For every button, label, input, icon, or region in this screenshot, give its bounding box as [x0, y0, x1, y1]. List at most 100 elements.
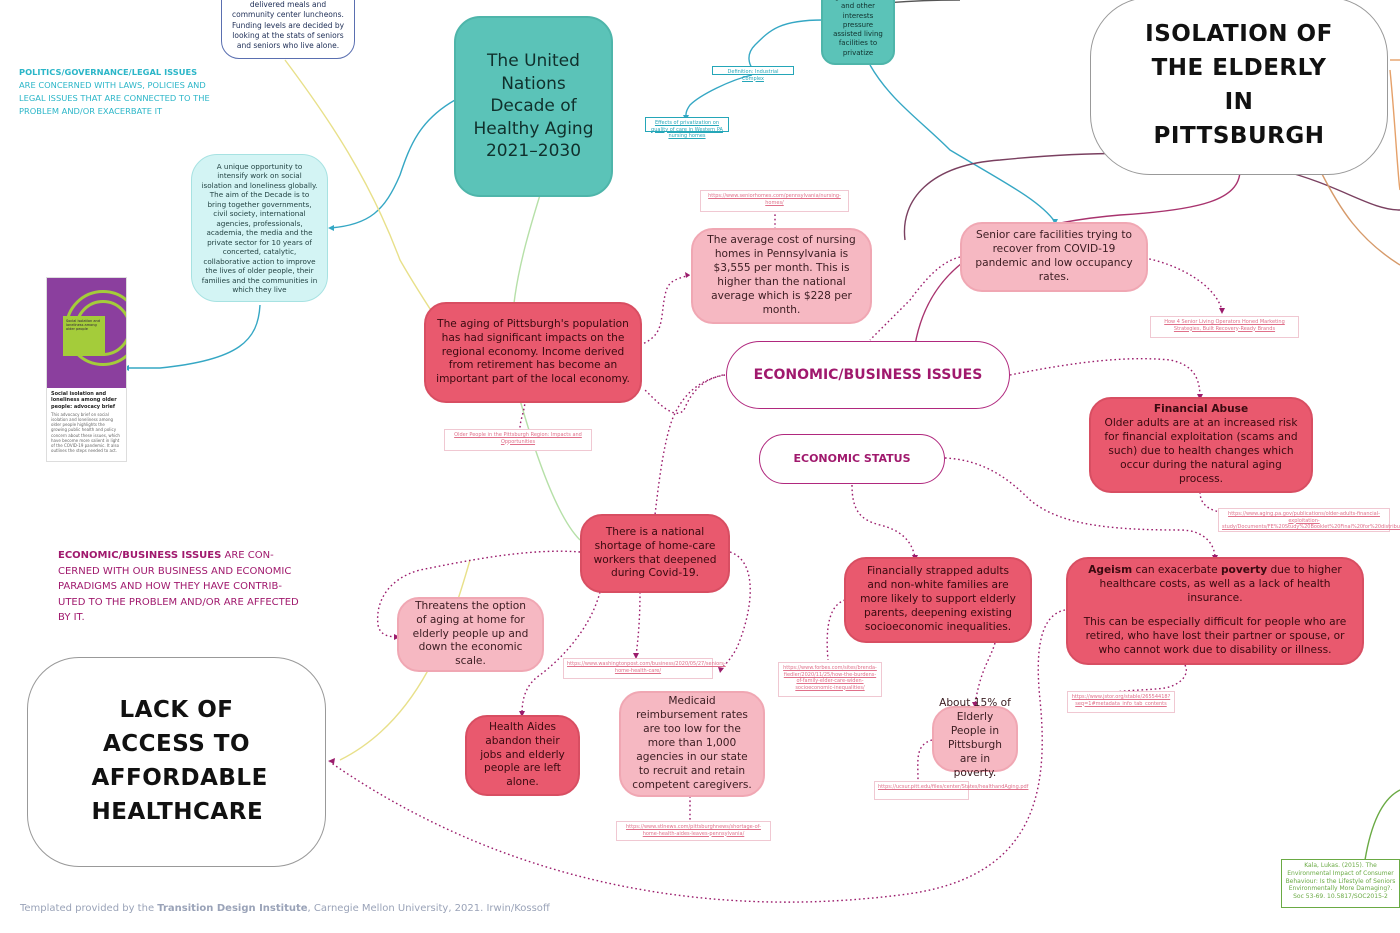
home-care-shortage-text: There is a national shortage of home-car…: [593, 525, 717, 580]
advocacy-brief-thumbnail[interactable]: Social isolation and loneliness among ol…: [46, 277, 127, 462]
aging-population-node: The aging of Pittsburgh's population has…: [424, 302, 642, 403]
medicaid-text: Medicaid reimbursement rates are too low…: [632, 695, 752, 791]
financial-abuse-node: Financial Abuse Older adults are at an i…: [1089, 397, 1313, 493]
footer-suffix: , Carnegie Mellon University, 2021. Irwi…: [307, 903, 550, 914]
stlnews-link[interactable]: https://www.stlnews.com/pittsburghnews/s…: [616, 821, 771, 841]
aging-org-text: https://www.aging.pa.gov/publications/ol…: [1222, 511, 1400, 530]
footer-credit: Templated provided by the Transition Des…: [20, 903, 550, 914]
financial-abuse-title: Financial Abuse: [1153, 403, 1249, 416]
washingtonpost-text: https://www.washingtonpost.com/business/…: [567, 661, 726, 674]
connector: [917, 739, 933, 781]
connector: [869, 64, 1056, 223]
un-decade-text: The United Nations Decade of Healthy Agi…: [473, 51, 594, 162]
book-cover-panel: Social isolation and loneliness among ol…: [63, 316, 105, 356]
kala-citation[interactable]: Kala, Lukas. (2015). The Environmental I…: [1281, 859, 1400, 908]
ageism-node: Ageism can exacerbate poverty due to hig…: [1066, 557, 1364, 665]
aging-population-text: The aging of Pittsburgh's population has…: [436, 317, 630, 386]
arrowhead: [1219, 308, 1225, 314]
economic-status-node: ECONOMIC STATUS: [759, 434, 945, 484]
economic-business-text: ECONOMIC/BUSINESS ISSUES: [753, 366, 983, 383]
older-people-link[interactable]: Older People in the Pittsburgh Region: I…: [444, 429, 592, 451]
politics-note: POLITICS/GOVERNANCE/LEGAL ISSUES ARE CON…: [19, 66, 214, 117]
connector: [748, 19, 824, 69]
threatens-text: Threatens the option of aging at home fo…: [412, 599, 529, 668]
funding-text: include adult day care, home-delivered m…: [231, 0, 345, 50]
connector: [869, 256, 961, 341]
home-care-shortage-node: There is a national shortage of home-car…: [580, 514, 730, 593]
economic-status-text: ECONOMIC STATUS: [793, 451, 911, 465]
definition-link[interactable]: Definition: Industrial Complex: [712, 66, 794, 82]
definition-text: Definition: Industrial Complex: [727, 69, 779, 82]
governments-node: governments and other interests pressure…: [821, 0, 895, 65]
connector: [851, 484, 916, 559]
ucsur-link[interactable]: https://ucsur.pitt.edu/files/center/Stat…: [874, 781, 1028, 800]
footer-institute: Transition Design Institute: [157, 903, 308, 914]
fifteen-percent-node: About 15% of Elderly People in Pittsburg…: [932, 697, 1018, 779]
lack-access-text: LACK OF ACCESS TO AFFORDABLE HEALTHCARE: [91, 697, 268, 825]
governments-text: governments and other interests pressure…: [833, 0, 883, 57]
un-opportunity-node: A unique opportunity to intensify work o…: [191, 154, 328, 302]
connector: [644, 374, 724, 414]
arrowhead: [685, 272, 690, 278]
seniorhomes-text: https://www.seniorhomes.com/pennsylvania…: [708, 193, 841, 206]
connector: [1319, 169, 1400, 266]
senior-living-link[interactable]: How 4 Senior Living Operators Honed Mark…: [1150, 316, 1299, 338]
main-title-node: ISOLATION OF THE ELDERLY IN PITTSBURGH: [1090, 0, 1388, 175]
health-aides-text: Health Aides abandon their jobs and elde…: [480, 720, 565, 789]
connector: [329, 99, 456, 229]
ageism-paragraph-2: This can be especially difficult for peo…: [1083, 616, 1347, 656]
arrowhead: [718, 667, 724, 673]
connector: [1144, 257, 1223, 311]
aging-org-link[interactable]: https://www.aging.pa.gov/publications/ol…: [1218, 508, 1400, 532]
funding-node: include adult day care, home-delivered m…: [221, 0, 355, 59]
financially-strapped-node: Financially strapped adults and non-whit…: [844, 557, 1032, 643]
connector: [1364, 789, 1400, 861]
connector: [125, 304, 261, 369]
senior-care-text: Senior care facilities trying to recover…: [975, 229, 1133, 283]
book-cover-image: Social isolation and loneliness among ol…: [47, 278, 126, 388]
stlnews-text: https://www.stlnews.com/pittsburghnews/s…: [626, 824, 761, 837]
connector: [974, 642, 996, 706]
senior-living-text: How 4 Senior Living Operators Honed Mark…: [1164, 319, 1285, 332]
politics-label: POLITICS/GOVERNANCE/LEGAL ISSUES: [19, 67, 198, 77]
connector: [1199, 491, 1221, 513]
connector: [1389, 69, 1400, 191]
connector: [635, 591, 641, 657]
un-opportunity-text: A unique opportunity to intensify work o…: [201, 161, 318, 295]
nursing-cost-text: The average cost of nursing homes in Pen…: [707, 234, 856, 316]
effects-link[interactable]: Effects of privatization on quality of c…: [645, 117, 729, 139]
financial-abuse-text: Older adults are at an increased risk fo…: [1104, 417, 1298, 485]
jstor-link[interactable]: https://www.jstor.org/stable/26554418?se…: [1067, 691, 1175, 713]
health-aides-node: Health Aides abandon their jobs and elde…: [465, 715, 580, 796]
forbes-link[interactable]: https://www.forbes.com/sites/brenda-fied…: [778, 662, 882, 697]
arrowhead: [328, 758, 335, 764]
main-title-text: ISOLATION OF THE ELDERLY IN PITTSBURGH: [1145, 21, 1333, 149]
un-decade-node: The United Nations Decade of Healthy Agi…: [454, 16, 613, 197]
fifteen-percent-text: About 15% of Elderly People in Pittsburg…: [939, 697, 1011, 779]
book-title: Social isolation and loneliness among ol…: [51, 391, 117, 410]
connector: [639, 274, 691, 346]
threatens-node: Threatens the option of aging at home fo…: [397, 597, 544, 672]
washingtonpost-link[interactable]: https://www.washingtonpost.com/business/…: [563, 658, 726, 679]
seniorhomes-link[interactable]: https://www.seniorhomes.com/pennsylvania…: [700, 190, 849, 212]
senior-care-node: Senior care facilities trying to recover…: [960, 222, 1148, 292]
effects-text: Effects of privatization on quality of c…: [651, 120, 723, 139]
connector: [1009, 358, 1201, 399]
ageism-rest: due to higher healthcare costs, as well …: [1099, 564, 1342, 605]
jstor-text: https://www.jstor.org/stable/26554418?se…: [1071, 694, 1171, 707]
economic-note-text: ARE CON-CERNED WITH OUR BUSINESS AND ECO…: [58, 550, 299, 623]
connector: [1114, 664, 1187, 693]
connector: [519, 399, 526, 429]
kala-text: Kala, Lukas. (2015). The Environmental I…: [1285, 862, 1396, 901]
forbes-text: https://www.forbes.com/sites/brenda-fied…: [783, 665, 877, 691]
nursing-cost-node: The average cost of nursing homes in Pen…: [691, 228, 872, 324]
older-people-text: Older People in the Pittsburgh Region: I…: [454, 432, 582, 445]
connector: [654, 374, 726, 516]
book-cover-text: Social isolation and loneliness among ol…: [66, 319, 100, 331]
medicaid-node: Medicaid reimbursement rates are too low…: [619, 691, 765, 797]
footer-prefix: Templated provided by the: [20, 903, 158, 914]
ageism-term: Ageism: [1088, 564, 1133, 577]
connector: [826, 599, 846, 661]
poverty-term: poverty: [1220, 564, 1268, 577]
ucsur-text: https://ucsur.pitt.edu/files/center/Stat…: [878, 784, 1029, 790]
